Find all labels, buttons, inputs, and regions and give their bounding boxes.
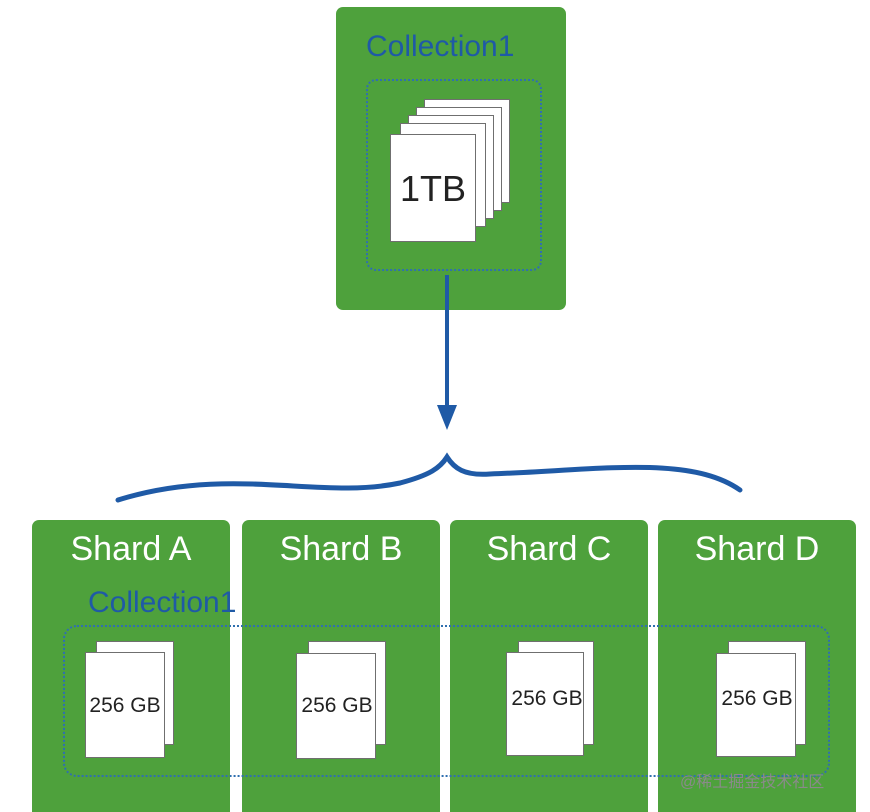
collection-label-top: Collection1: [366, 30, 515, 63]
collection-boundary-top: [366, 79, 542, 271]
collection-size-label: 1TB: [399, 168, 467, 209]
shard-c-title: Shard C: [486, 530, 612, 568]
shard-a-chunk-label: 256 GB: [89, 694, 161, 717]
shard-c-chunk-label: 256 GB: [511, 687, 583, 710]
chunk-page-front: [85, 652, 165, 758]
shard-b-title: Shard B: [279, 530, 403, 568]
shard-a-title: Shard A: [70, 530, 192, 568]
chunk-page-front: [506, 652, 584, 756]
collection-boundary-bottom: [63, 625, 830, 777]
document-page-front: [390, 134, 476, 242]
chunk-page-front: [296, 653, 376, 759]
watermark-text: @稀土掘金技术社区: [680, 774, 825, 791]
collection-box-top: Collection1 1TB: [336, 7, 566, 310]
down-arrow-head: [437, 405, 457, 430]
curly-brace: [115, 452, 743, 503]
collection-label-bottom: Collection1: [88, 586, 237, 619]
shard-b-chunk-label: 256 GB: [301, 694, 373, 717]
shard-d-chunk-label: 256 GB: [721, 687, 793, 710]
shard-b: Shard B: [242, 520, 440, 812]
shard-d-title: Shard D: [694, 530, 820, 568]
chunk-page-front: [716, 653, 796, 757]
